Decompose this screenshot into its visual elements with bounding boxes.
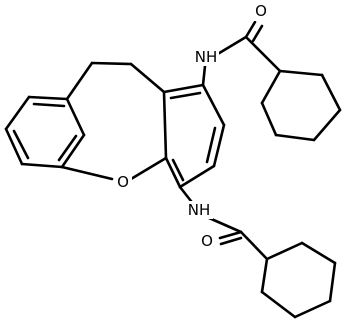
benzo-ring-right bbox=[162, 83, 226, 189]
cyclohexane-top bbox=[260, 69, 342, 142]
amide-top-oxygen-label: O bbox=[255, 2, 267, 20]
atom-labels: O NH O NH O bbox=[114, 2, 269, 250]
amide-bottom bbox=[178, 185, 269, 261]
oxepine-ring bbox=[60, 61, 168, 181]
benzo-ring-left bbox=[4, 95, 86, 169]
amide-bottom-oxygen-label: O bbox=[201, 232, 213, 250]
ether-oxygen-label: O bbox=[117, 173, 129, 191]
amide-bottom-nh-label: NH bbox=[188, 201, 211, 219]
cyclohexane-bottom bbox=[260, 241, 337, 319]
amide-top-nh-label: NH bbox=[195, 48, 218, 66]
amide-top bbox=[201, 20, 282, 87]
